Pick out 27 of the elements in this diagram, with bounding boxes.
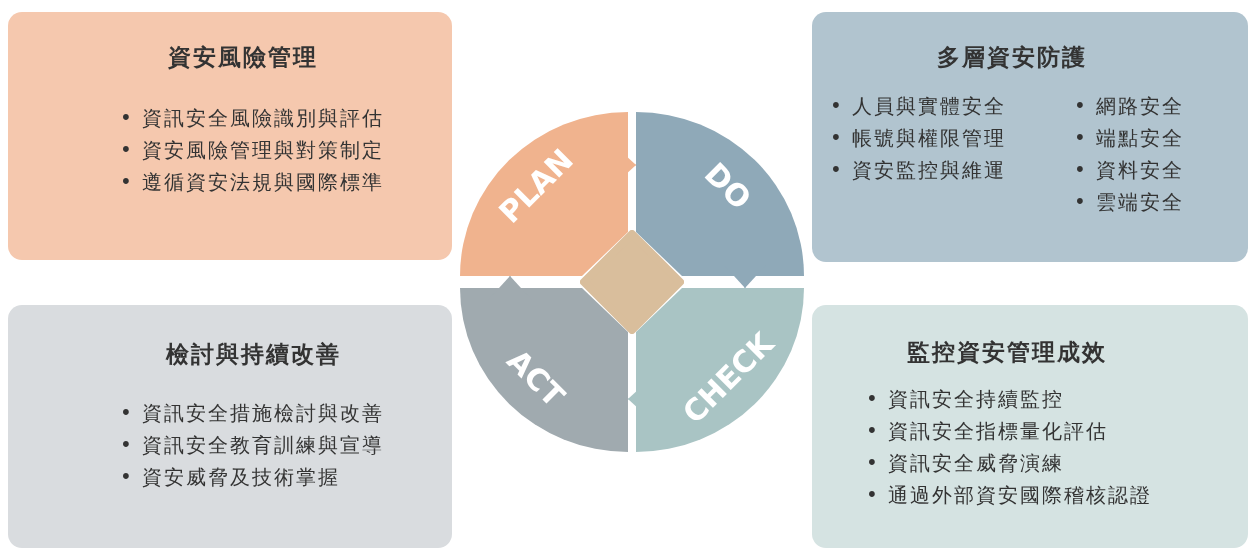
bullet-item: • 資安威脅及技術掌握 <box>120 464 342 491</box>
bullet-item: • 通過外部資安國際稽核認證 <box>866 482 1153 509</box>
quadrant-panel <box>812 12 1248 262</box>
bullet-item: • 端點安全 <box>1074 125 1185 152</box>
phase-label: DO <box>697 155 759 217</box>
panel-heading: 檢討與持續改善 <box>165 339 341 369</box>
phase-label: ACT <box>500 342 572 414</box>
quadrant-panel <box>812 305 1248 548</box>
bullet-item: • 人員與實體安全 <box>830 93 1007 120</box>
bullet-item: • 資訊安全教育訓練與宣導 <box>120 432 385 459</box>
quadrant-panel <box>8 305 452 548</box>
bullet-item: • 帳號與權限管理 <box>830 125 1007 152</box>
quadrant-panel <box>8 12 452 260</box>
bullet-item: • 遵循資安法規與國際標準 <box>120 169 385 196</box>
bullet-item: • 資安風險管理與對策制定 <box>120 137 385 164</box>
bullet-item: • 資訊安全指標量化評估 <box>866 418 1110 445</box>
bullet-item: • 資訊安全措施檢討與改善 <box>120 400 385 427</box>
bullet-item: • 網路安全 <box>1074 93 1185 120</box>
bullet-item: • 雲端安全 <box>1074 189 1185 216</box>
panel-heading: 資安風險管理 <box>168 42 318 72</box>
bullet-item: • 資訊安全風險識別與評估 <box>120 105 385 132</box>
bullet-item: • 資訊安全威脅演練 <box>866 450 1066 477</box>
panel-heading: 多層資安防護 <box>937 42 1087 72</box>
bullet-item: • 資訊安全持續監控 <box>866 386 1066 413</box>
panel-heading: 監控資安管理成效 <box>907 337 1107 367</box>
bullet-item: • 資安監控與維運 <box>830 157 1007 184</box>
bullet-item: • 資料安全 <box>1074 157 1185 184</box>
